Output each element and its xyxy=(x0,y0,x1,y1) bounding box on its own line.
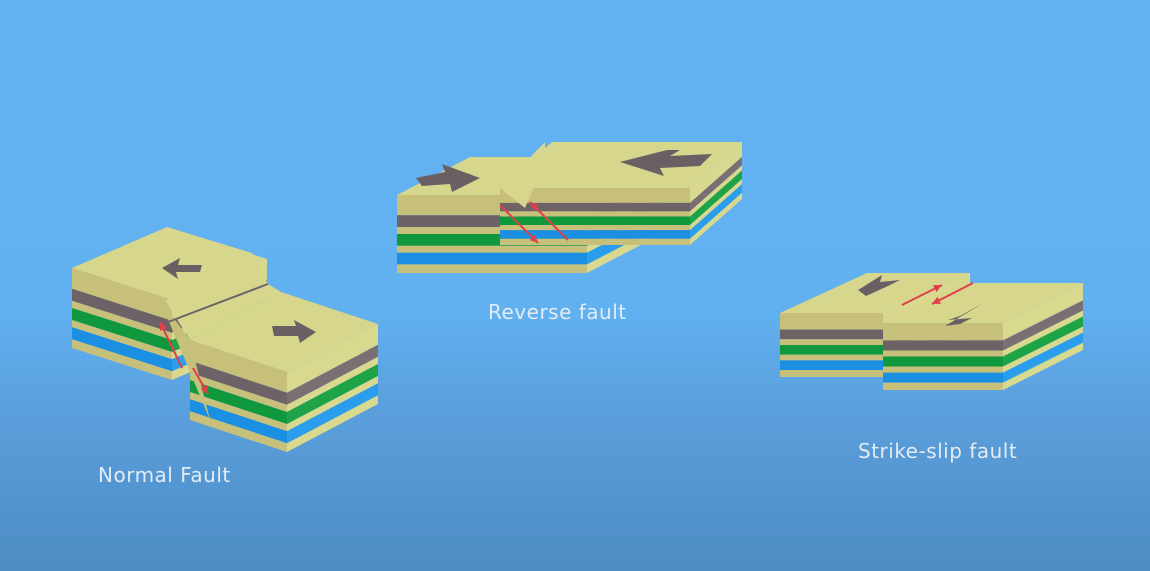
strike-left-block-front-blue-layer xyxy=(780,360,883,370)
reverse-fault-label: Reverse fault xyxy=(488,300,627,324)
normal-fault-plane xyxy=(160,300,210,420)
normal-right-block-front-tan-layer xyxy=(190,340,287,393)
reverse-upper-block-side-tan-layer xyxy=(690,165,742,217)
strike-right-block-front-tan-layer xyxy=(883,350,1003,357)
normal-left-block-front-blue-layer xyxy=(72,327,172,372)
right-arrow-icon xyxy=(416,164,480,192)
up-arrow-icon xyxy=(162,258,202,279)
strike-right-block-front-tan-layer xyxy=(883,366,1003,373)
strike-right-block-front-brown-layer xyxy=(883,340,1003,351)
normal-right-block-side-tan-layer xyxy=(287,356,378,412)
reverse-slip-arrow-down xyxy=(499,204,539,244)
strike-left-block-top-face xyxy=(780,273,970,313)
strike-right-block-side-tan-layer xyxy=(1003,342,1083,390)
reverse-upper-block-front-tan-layer xyxy=(500,238,690,245)
strike-slip-arrow-forward-head xyxy=(933,285,942,293)
normal-left-block-front-tan-layer xyxy=(72,320,172,360)
reverse-fault-block xyxy=(397,142,742,273)
strike-left-block-front-tan-layer xyxy=(780,354,883,361)
normal-left-block-front-tan-layer xyxy=(72,268,172,321)
reverse-lower-block-front-tan-layer xyxy=(397,264,587,273)
strike-left-block-front-tan-layer xyxy=(780,313,883,330)
strike-right-block-side-tan-layer xyxy=(1003,326,1083,373)
normal-left-block-front-brown-layer xyxy=(72,288,172,333)
normal-right-block-side-blue-layer xyxy=(287,383,378,444)
normal-left-block-front-tan-layer xyxy=(72,300,172,340)
strike-left-block-front-tan-layer xyxy=(780,369,883,377)
strike-right-block-top-face xyxy=(883,283,1083,323)
reverse-upper-block-side-blue-layer xyxy=(690,184,742,239)
strike-slip-fault-label: Strike-slip fault xyxy=(858,439,1018,463)
strike-left-block-front-tan-layer xyxy=(780,339,883,345)
normal-slip-arrow-up-head xyxy=(159,322,168,331)
strike-right-block-side-tan-layer xyxy=(1003,283,1083,341)
reverse-upper-block-front-brown-layer xyxy=(500,202,690,212)
reverse-upper-block-side-tan-layer xyxy=(690,179,742,231)
strike-right-block-front-tan-layer xyxy=(883,323,1003,341)
reverse-upper-block-front-tan-layer xyxy=(500,225,690,231)
reverse-slip-arrow-up-head xyxy=(530,202,539,211)
normal-left-block-front-green-layer xyxy=(72,308,172,352)
strike-left-block-front-green-layer xyxy=(780,345,883,355)
reverse-upper-block-side-brown-layer xyxy=(690,156,742,212)
forward-arrow-icon xyxy=(858,275,900,296)
strike-right-block-side-blue-layer xyxy=(1003,332,1083,383)
normal-right-top-extension xyxy=(165,284,281,340)
reverse-lower-block-front-blue-layer xyxy=(397,252,587,265)
normal-right-block-side-tan-layer xyxy=(287,324,378,393)
strike-right-block-side-brown-layer xyxy=(1003,300,1083,351)
normal-fault-scarp xyxy=(167,227,268,300)
normal-right-block-front-brown-layer xyxy=(190,360,287,405)
normal-fault-block xyxy=(72,227,378,452)
normal-right-block-front-tan-layer xyxy=(190,411,287,452)
strike-right-block-side-tan-layer xyxy=(1003,310,1083,357)
left-arrow-icon xyxy=(620,150,712,176)
reverse-upper-block-front-tan-layer xyxy=(500,188,690,203)
reverse-upper-block-side-tan-layer xyxy=(690,142,742,203)
strike-right-block-side-green-layer xyxy=(1003,316,1083,367)
normal-fault-label: Normal Fault xyxy=(98,463,231,487)
normal-right-block-side-green-layer xyxy=(287,364,378,424)
normal-left-block-front-tan-layer xyxy=(72,339,172,380)
reverse-upper-block-front-green-layer xyxy=(500,216,690,226)
reverse-upper-block-side-green-layer xyxy=(690,170,742,226)
down-arrow-icon xyxy=(272,320,316,343)
reverse-upper-block-top-face xyxy=(500,142,742,188)
reverse-upper-block-front-tan-layer xyxy=(500,211,690,217)
normal-right-block-front-tan-layer xyxy=(190,372,287,412)
reverse-slip-arrow-down-head xyxy=(529,234,538,243)
reverse-upper-block-front-blue-layer xyxy=(500,230,690,239)
normal-slip-arrow-up xyxy=(159,321,183,369)
normal-right-block-front-green-layer xyxy=(190,380,287,424)
strike-slip-arrow-backward-head xyxy=(932,296,941,304)
normal-right-block-side-brown-layer xyxy=(287,344,378,405)
normal-right-block-front-tan-layer xyxy=(190,392,287,432)
normal-right-block-front-blue-layer xyxy=(190,399,287,444)
strike-left-block-front-brown-layer xyxy=(780,329,883,340)
backward-arrow-icon xyxy=(945,302,985,326)
reverse-slip-arrow-up xyxy=(529,201,569,241)
strike-right-block-front-blue-layer xyxy=(883,372,1003,383)
strike-right-block-front-tan-layer xyxy=(883,382,1003,390)
reverse-lower-block-front-tan-layer xyxy=(397,245,587,253)
strike-right-block-front-green-layer xyxy=(883,356,1003,367)
reverse-fault-overhang xyxy=(500,142,545,208)
normal-slip-arrow-down-head xyxy=(200,385,208,394)
normal-right-block-side-tan-layer xyxy=(287,376,378,432)
strike-slip-fault-block xyxy=(780,273,1083,390)
reverse-upper-block-side-tan-layer xyxy=(690,192,742,245)
normal-fault-line xyxy=(167,283,269,323)
normal-right-block-side-tan-layer xyxy=(287,395,378,452)
